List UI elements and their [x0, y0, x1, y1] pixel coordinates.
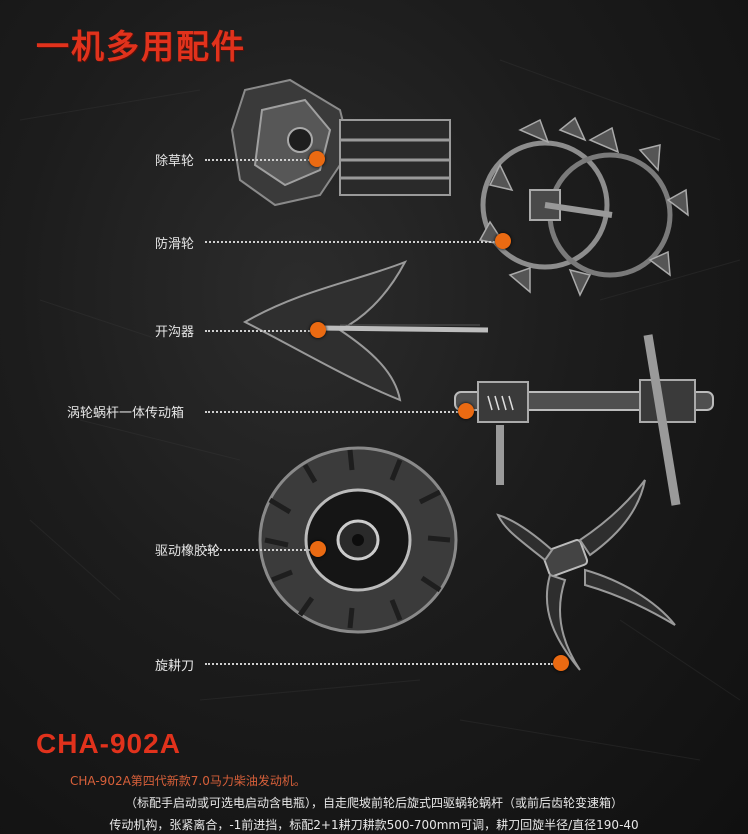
callout-marker-rotary-blade [553, 655, 569, 671]
description-line-1: CHA-902A第四代新款7.0马力柴油发动机。 [70, 774, 306, 788]
callout-marker-antiskid-wheel [495, 233, 511, 249]
callout-line-rotary-blade [205, 663, 553, 665]
callout-line-worm-gearbox [205, 411, 458, 413]
page-title: 一机多用配件 [36, 27, 246, 66]
callout-marker-furrow-opener [310, 322, 326, 338]
antiskid-wheel-icon [478, 116, 689, 297]
callout-label-rotary-blade: 旋耕刀 [155, 659, 195, 674]
callout-line-furrow-opener [205, 330, 310, 332]
callout-label-furrow-opener: 开沟器 [155, 325, 195, 340]
callout-label-antiskid-wheel: 防滑轮 [155, 237, 195, 252]
callout-marker-rubber-tire [310, 541, 326, 557]
callout-marker-worm-gearbox [458, 403, 474, 419]
callout-marker-weeding-wheel [309, 151, 325, 167]
model-number: CHA-902A [36, 728, 181, 759]
weeding-wheel-icon [230, 78, 451, 207]
callout-line-weeding-wheel [205, 159, 310, 161]
description-line-3: 传动机构，张紧离合，-1前进挡，标配2+1耕刀耕款500-700mm可调，耕刀回… [109, 818, 639, 832]
callout-line-rubber-tire [205, 549, 310, 551]
callout-label-rubber-tire: 驱动橡胶轮 [155, 544, 221, 559]
rotary-blade-icon [496, 479, 676, 671]
rubber-tire-icon [258, 446, 458, 634]
callout-line-antiskid-wheel [205, 241, 495, 243]
description-line-2: （标配手启动或可选电启动含电瓶），自走爬坡前轮后旋式四驱蜗轮蜗杆（或前后齿轮变速… [124, 796, 623, 810]
callout-label-worm-gearbox: 涡轮蜗杆一体传动箱 [67, 406, 185, 421]
worm-gearbox-icon [454, 334, 714, 506]
callout-label-weeding-wheel: 除草轮 [155, 154, 195, 169]
